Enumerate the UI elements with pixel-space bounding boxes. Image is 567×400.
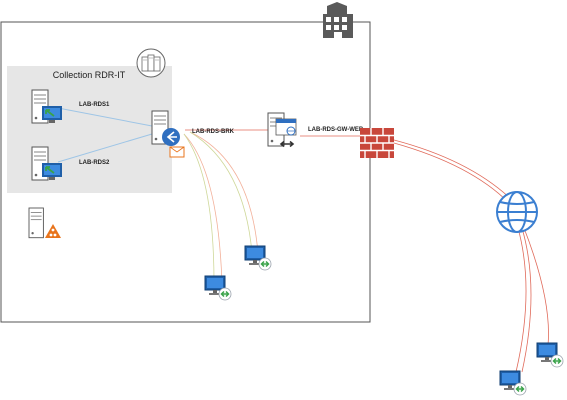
site-boundary (0, 21, 371, 323)
server-label-gateway: LAB-RDS-GW-WEB (308, 127, 364, 133)
remote-desktop-server-icon[interactable] (31, 146, 62, 181)
building-icon (323, 2, 353, 38)
globe-icon (496, 191, 538, 233)
remote-client-icon[interactable] (244, 245, 272, 271)
remote-client-icon[interactable] (536, 342, 564, 368)
server-label-rds1: LAB-RDS1 (79, 102, 110, 108)
internet-links (393, 139, 549, 373)
remote-client-icon[interactable] (204, 275, 232, 301)
server-label-broker: LAB-RDS-BRK (192, 129, 235, 135)
server-group-icon (136, 48, 166, 78)
broker-client-links (183, 131, 259, 284)
license-server-icon[interactable] (28, 207, 61, 239)
lan-links (57, 107, 360, 163)
server-label-rds2: LAB-RDS2 (79, 160, 110, 166)
broker-icon[interactable] (151, 110, 185, 158)
remote-client-icon[interactable] (499, 370, 527, 396)
remote-desktop-server-icon[interactable] (31, 89, 62, 124)
gateway-web-icon[interactable] (267, 112, 297, 148)
firewall-icon (360, 128, 394, 158)
collection-title: Collection RDR-IT (53, 70, 126, 80)
